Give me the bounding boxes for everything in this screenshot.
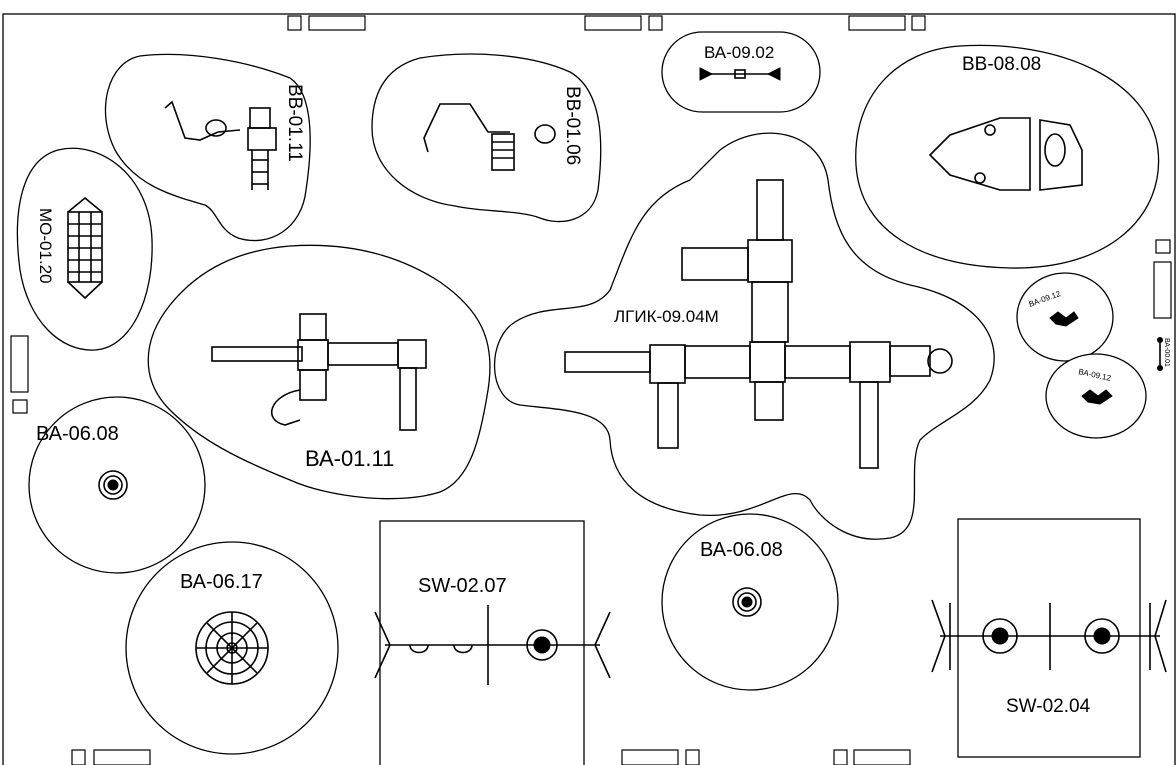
zone-label: МО-01.20	[36, 208, 55, 284]
zone-label: ЛГИК-09.04М	[614, 307, 719, 326]
zone-bb-08-08[interactable]: ВВ-08.08	[855, 44, 1160, 269]
bb-01-11-equipment	[164, 100, 277, 190]
ba-09-12-equipment	[1081, 389, 1113, 405]
bench-icon	[308, 15, 366, 31]
lgik-09-04m-equipment	[564, 179, 953, 469]
zone-lgik-09-04m[interactable]: ЛГИК-09.04М	[493, 132, 995, 540]
perimeter-furniture	[10, 15, 1172, 765]
ba-06-08-equipment	[98, 470, 128, 500]
zone-ba-06-08-left[interactable]: ВА-06.08	[28, 396, 206, 574]
bench-icon	[584, 15, 642, 31]
zone-label: ВА-01.11	[305, 446, 394, 471]
zone-label: ВВ-01.06	[562, 86, 583, 165]
bin-icon	[648, 15, 663, 31]
zone-label: ВА-06.17	[180, 571, 263, 593]
zone-label: SW-02.04	[1006, 696, 1091, 717]
bb-08-08-equipment	[928, 117, 1083, 191]
zone-ba-09-12-upper[interactable]: ВА-09.12	[1016, 272, 1114, 362]
zone-label: ВВ-08.08	[962, 54, 1041, 75]
zone-label: ВА-00.01	[1163, 338, 1170, 367]
bench-icon	[1153, 261, 1172, 319]
bin-icon	[1155, 239, 1171, 254]
bin-icon	[833, 749, 848, 765]
zone-ba-01-11[interactable]: ВА-01.11	[147, 244, 491, 500]
ba-06-17-equipment	[195, 611, 269, 685]
bin-icon	[12, 399, 28, 414]
zone-ba-09-02[interactable]: ВА-09.02	[661, 31, 821, 113]
bench-icon	[621, 749, 679, 765]
zone-label: ВВ-01.11	[284, 84, 305, 162]
bench-icon	[10, 335, 29, 393]
bench-icon	[93, 749, 151, 765]
bb-01-06-equipment	[423, 103, 556, 171]
zone-sw-02-04[interactable]: SW-02.04	[931, 518, 1167, 758]
ba-09-12-equipment	[1049, 311, 1079, 327]
zone-mo-01-20[interactable]: МО-01.20	[16, 147, 153, 351]
bin-icon	[287, 15, 302, 31]
zone-label: SW-02.07	[418, 575, 507, 597]
mo-01-20-equipment	[67, 196, 103, 300]
bin-icon	[685, 749, 700, 765]
ba-09-02-equipment	[699, 67, 781, 81]
zone-bb-01-11[interactable]: ВВ-01.11	[104, 53, 311, 242]
zone-ba-06-17[interactable]: ВА-06.17	[125, 541, 339, 755]
zone-label: ВА-06.08	[700, 539, 783, 561]
sw-02-04-equipment	[931, 599, 1167, 673]
bench-icon	[848, 15, 906, 31]
bench-icon	[853, 749, 911, 765]
bin-icon	[71, 749, 86, 765]
zone-ba-00-01[interactable]: ВА-00.01	[1157, 337, 1171, 371]
zone-sw-02-07[interactable]: SW-02.07	[374, 520, 611, 765]
ba-06-08-equipment	[732, 587, 762, 617]
zone-ba-09-12-lower[interactable]: ВА-09.12	[1045, 353, 1147, 439]
sw-02-07-equipment	[374, 605, 611, 685]
zone-label: ВА-06.08	[36, 423, 119, 445]
zone-ba-06-08-center[interactable]: ВА-06.08	[661, 513, 839, 691]
ba-01-11-equipment	[211, 313, 427, 431]
zone-label: ВА-09.02	[704, 43, 774, 62]
bin-icon	[911, 15, 926, 31]
zone-bb-01-06[interactable]: ВВ-01.06	[371, 53, 602, 223]
